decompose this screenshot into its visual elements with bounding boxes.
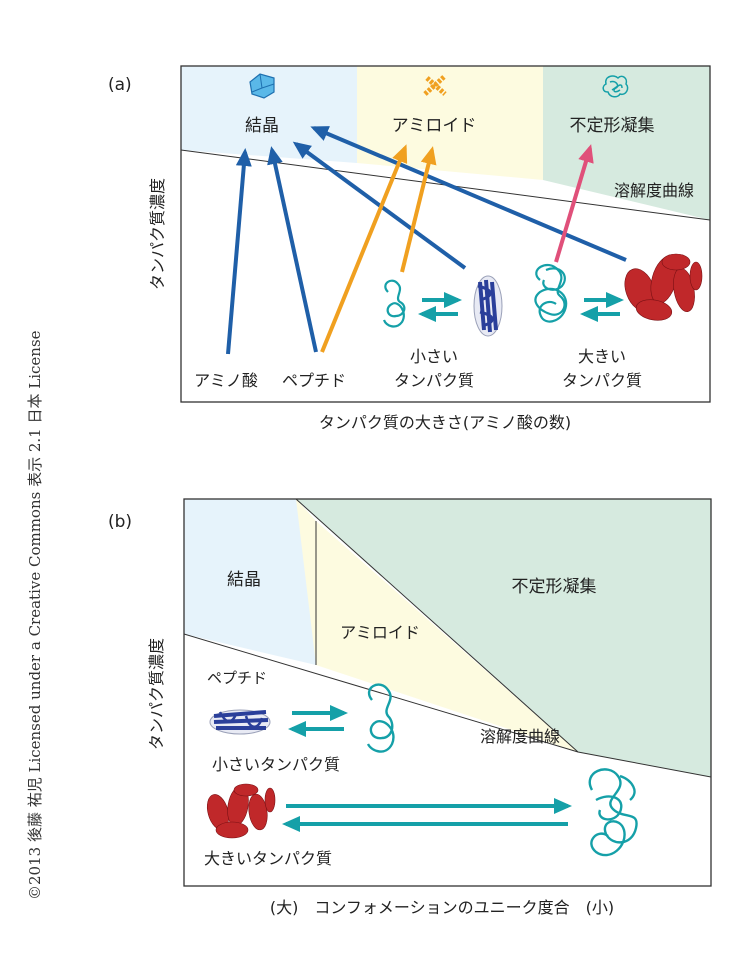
arrow-peptide-amyloid (320, 144, 408, 353)
amorphous-region (543, 66, 710, 220)
copyright-text: ©2013 後藤 祐児 Licensed under a Creative Co… (26, 330, 44, 900)
large-protein-label-b: 大きいタンパク質 (204, 849, 332, 868)
small-protein-label-line1: 小さい (410, 347, 458, 366)
arrow-largeprotein-amorphous (554, 144, 594, 263)
crystal-label-b: 結晶 (227, 570, 261, 590)
amyloid-fibril-icon (423, 74, 447, 96)
peptide-label-b: ペプチド (207, 669, 267, 687)
panel-a-xlabel: タンパク質の大きさ(アミノ酸の数) (319, 413, 571, 432)
panel-b-label: (b) (108, 512, 132, 532)
arrow-aminoacid-crystal (226, 148, 252, 355)
amorphous-aggregate-label-b: 不定形凝集 (512, 577, 597, 597)
large-protein-label-line2: タンパク質 (562, 371, 642, 390)
amorphous-region-b (296, 499, 711, 777)
amyloid-region-b (296, 499, 578, 752)
panel-a-ylabel: タンパク質濃度 (148, 178, 167, 290)
crystal-label: 結晶 (245, 116, 279, 136)
crystal-region-b (184, 499, 316, 665)
unfolded-large-protein-icon-b (588, 768, 638, 857)
panel-a-label: (a) (108, 75, 132, 95)
panel-b-frame (183, 498, 712, 887)
amino-acid-label: アミノ酸 (194, 371, 258, 390)
folded-large-protein-icon-b (206, 783, 276, 839)
amyloid-label-b: アミロイド (340, 623, 420, 642)
folded-small-protein-icon-b (209, 709, 271, 735)
panel-b-xlabel: (大) コンフォメーションのユニーク度合 (小) (270, 898, 614, 917)
arrow-peptide-crystal (267, 146, 318, 353)
large-protein-label-line1: 大きい (578, 347, 626, 366)
small-protein-label-line2: タンパク質 (394, 371, 474, 390)
solubility-curve-label: 溶解度曲線 (614, 181, 694, 200)
small-protein-label-b: 小さいタンパク質 (212, 755, 340, 774)
amorphous-aggregate-label: 不定形凝集 (570, 116, 655, 136)
panel-a-arrows (226, 126, 627, 355)
panel-a-frame (180, 65, 711, 403)
unfolded-small-protein-icon (382, 279, 406, 328)
arrow-smallprotein-amyloid (400, 146, 437, 273)
amorphous-aggregate-icon (602, 75, 629, 98)
panel-b: (b) 結晶 アミロイド 不定形凝集 溶解度曲線 タンパク質濃度 ペプチド 小さ… (108, 498, 712, 917)
peptide-label: ペプチド (282, 371, 346, 390)
amyloid-amorphous-boundary (295, 498, 579, 753)
solubility-curve-line-b (183, 633, 712, 778)
arrow-largeprotein-crystal (310, 126, 627, 262)
folded-large-protein-icon (624, 253, 703, 321)
panel-b-ylabel: タンパク質濃度 (147, 638, 166, 750)
amyloid-label: アミロイド (392, 116, 477, 136)
crystal-icon (249, 73, 275, 99)
unfolded-small-protein-icon-b (366, 683, 395, 753)
folded-small-protein-icon (473, 275, 503, 337)
panel-a: (a) 結晶 アミロイド 不定形凝集 溶解度曲線 タンパ (108, 65, 711, 432)
unfolded-large-protein-icon (534, 263, 568, 323)
solubility-curve-label-b: 溶解度曲線 (480, 727, 560, 746)
